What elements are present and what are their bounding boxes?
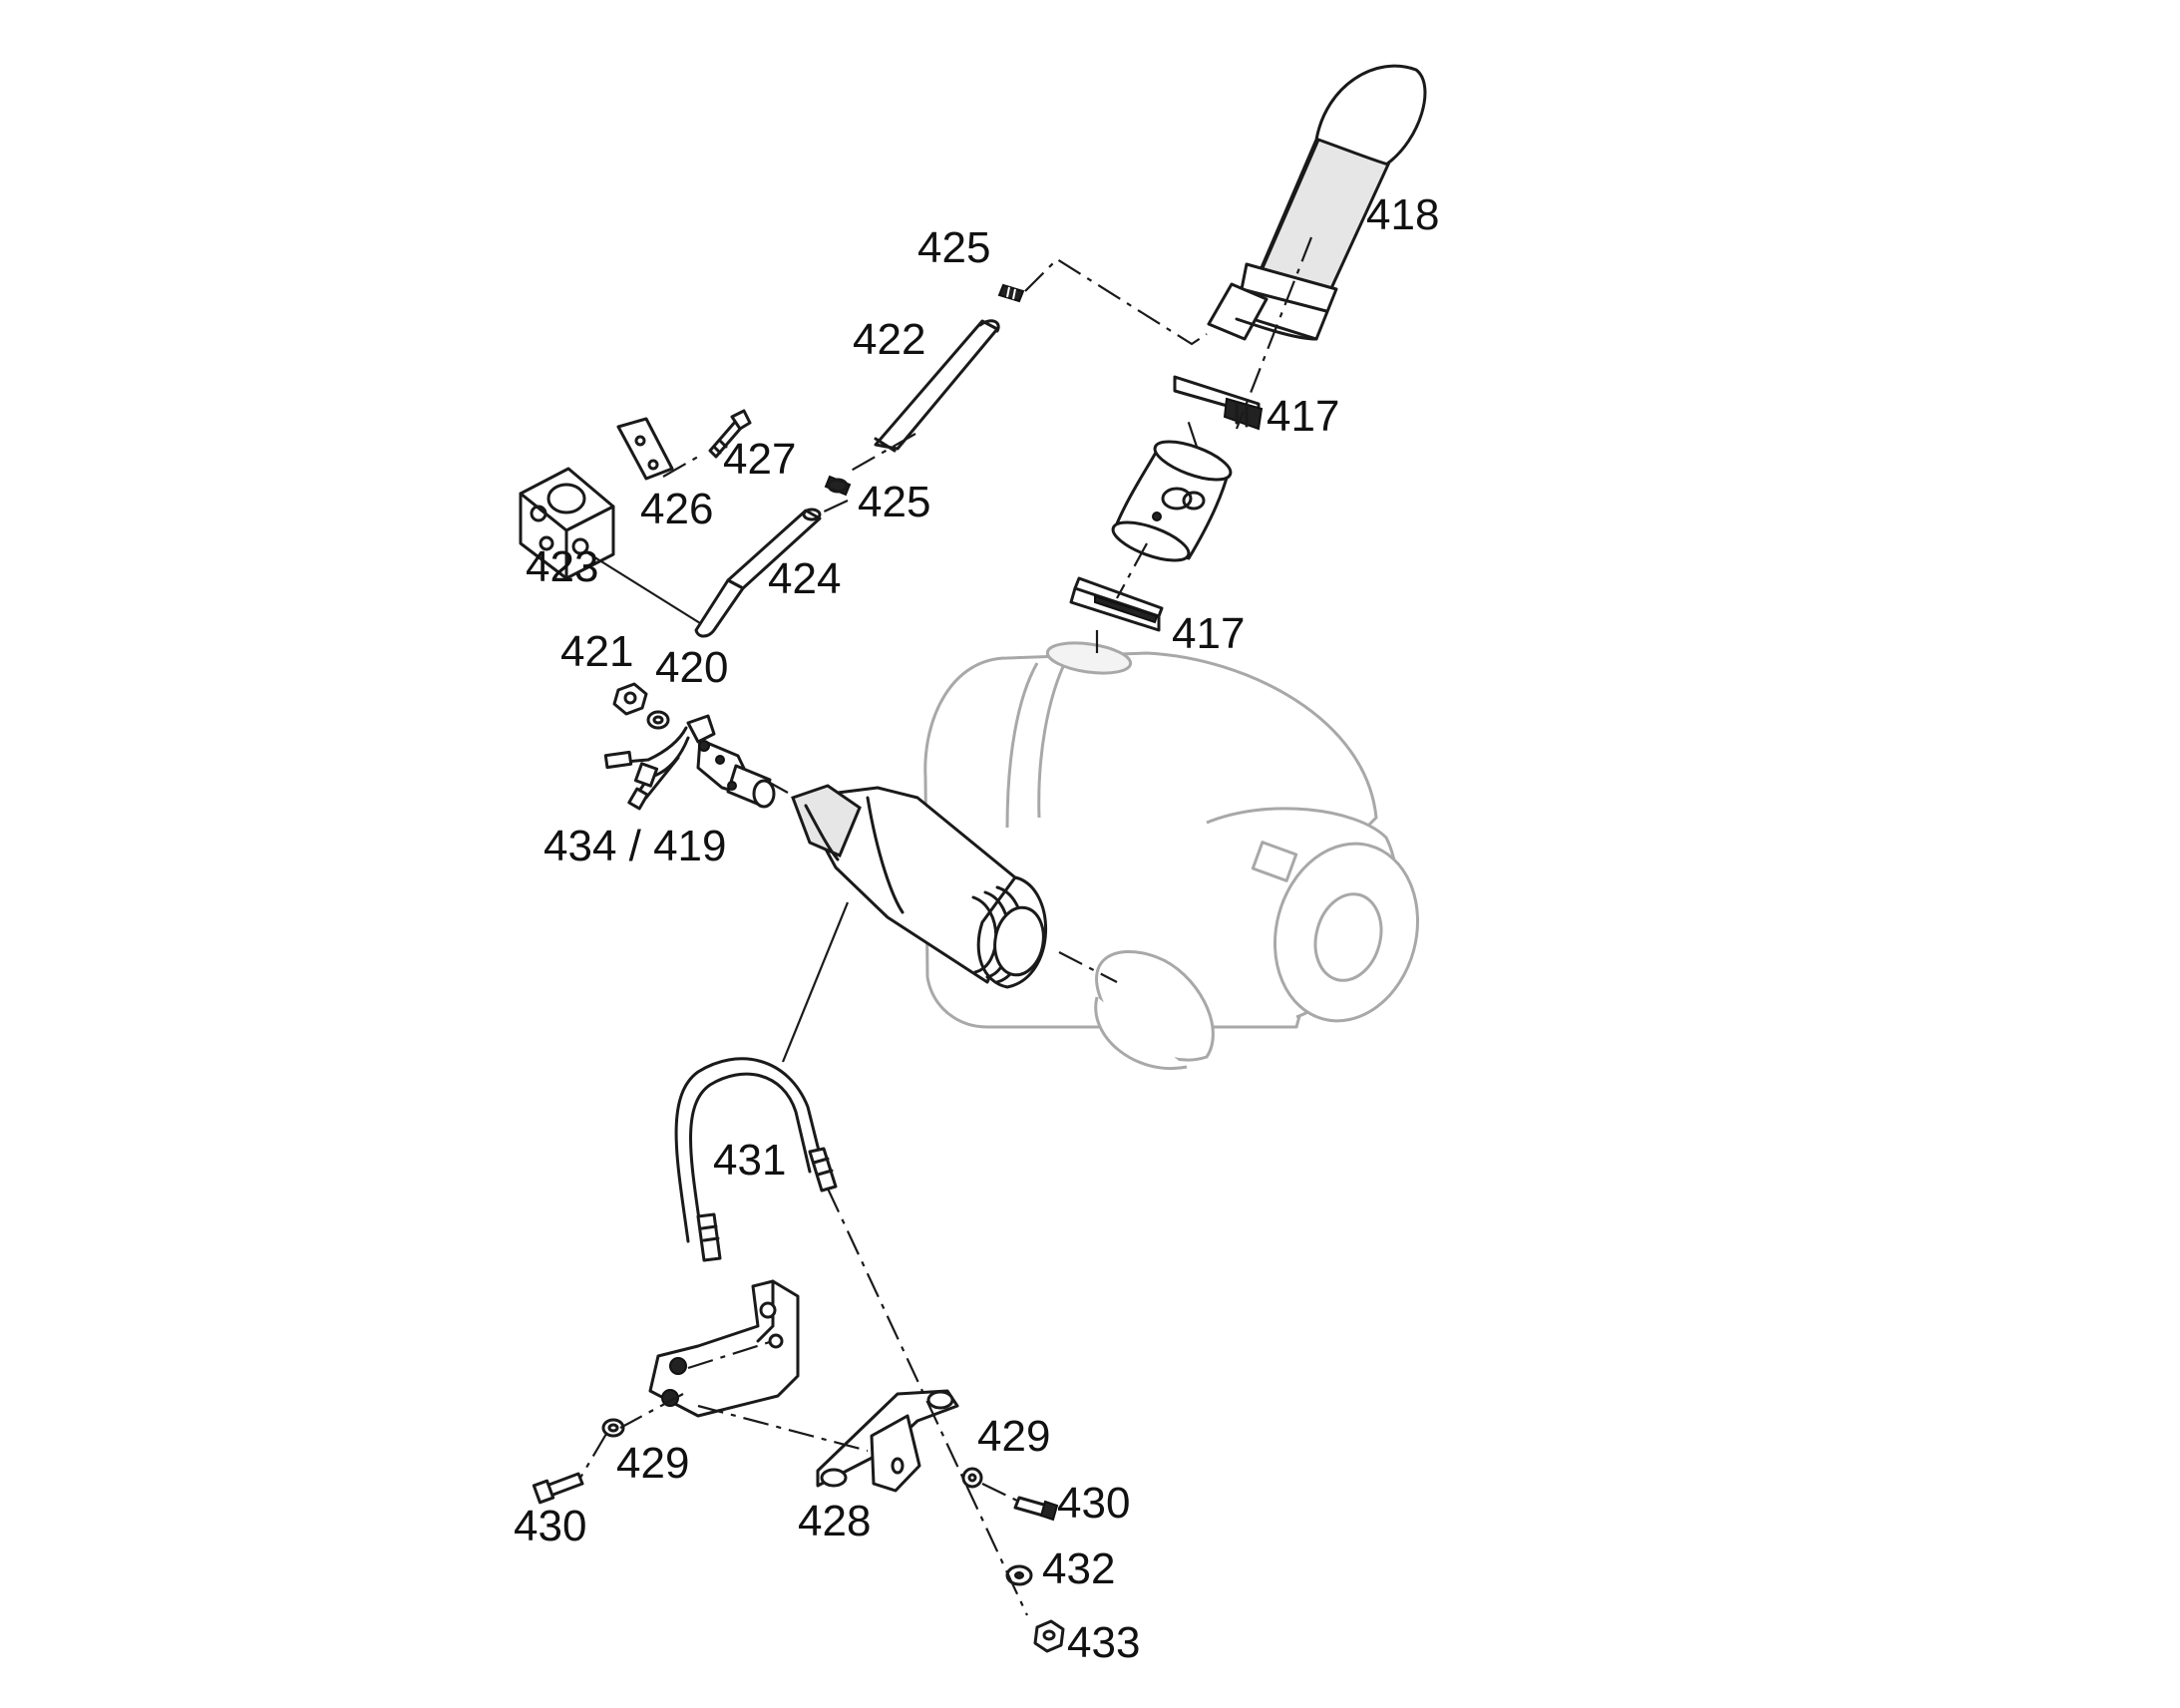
- nut-421: [612, 682, 670, 730]
- callout-429-left: 429: [616, 1439, 689, 1488]
- flex-connector: [1111, 440, 1233, 562]
- callout-417-lower: 417: [1172, 609, 1245, 658]
- callout-417-upper: 417: [1267, 392, 1339, 441]
- pipe-424: [694, 508, 822, 638]
- bolt-430-right: [1013, 1496, 1059, 1522]
- mount-bracket: [648, 1279, 800, 1418]
- callout-422: 422: [853, 315, 925, 364]
- clamp-417-lower: [1069, 576, 1164, 632]
- catalyst-canister: [791, 784, 1047, 989]
- callout-425-lower: 425: [858, 478, 930, 526]
- muffler-ghost: [923, 641, 1420, 1070]
- bolt-430-left: [532, 1472, 584, 1505]
- sensor-434-419: [603, 714, 776, 811]
- hose-422: [874, 319, 1000, 453]
- callout-427: 427: [723, 435, 796, 484]
- hose-clip-425-lower: [824, 475, 852, 497]
- callout-434-419: 434 / 419: [544, 822, 727, 870]
- washer-429-right: [961, 1467, 983, 1489]
- nut-433: [1033, 1619, 1065, 1653]
- washer-432: [1005, 1564, 1033, 1586]
- u-bolt-431: [674, 1057, 838, 1262]
- callout-430-right: 430: [1057, 1479, 1130, 1528]
- callout-424: 424: [768, 554, 841, 603]
- hose-clip-425-upper: [997, 283, 1025, 303]
- callout-418: 418: [1366, 190, 1439, 239]
- callout-423: 423: [526, 542, 598, 591]
- callout-425-upper: 425: [917, 223, 990, 272]
- bolt-427: [708, 409, 752, 459]
- callout-421: 421: [560, 627, 633, 676]
- plate-426: [616, 417, 674, 481]
- bracket-428: [816, 1389, 959, 1493]
- callout-426: 426: [640, 485, 713, 533]
- clamp-417-upper: [1173, 375, 1264, 431]
- callout-431: 431: [713, 1136, 786, 1185]
- callout-428: 428: [798, 1497, 871, 1545]
- callout-430-left: 430: [514, 1502, 586, 1550]
- callout-433: 433: [1067, 1618, 1140, 1667]
- callout-420: 420: [655, 643, 728, 692]
- exhaust-elbow-418: [1207, 64, 1427, 341]
- callout-labels: 418 425 422 417 427 426 425 423 424 417 …: [514, 190, 1439, 1667]
- callout-432: 432: [1042, 1544, 1115, 1593]
- leader-lines: [579, 236, 1313, 1616]
- callout-429-right: 429: [977, 1412, 1050, 1461]
- washer-429-left: [601, 1418, 625, 1438]
